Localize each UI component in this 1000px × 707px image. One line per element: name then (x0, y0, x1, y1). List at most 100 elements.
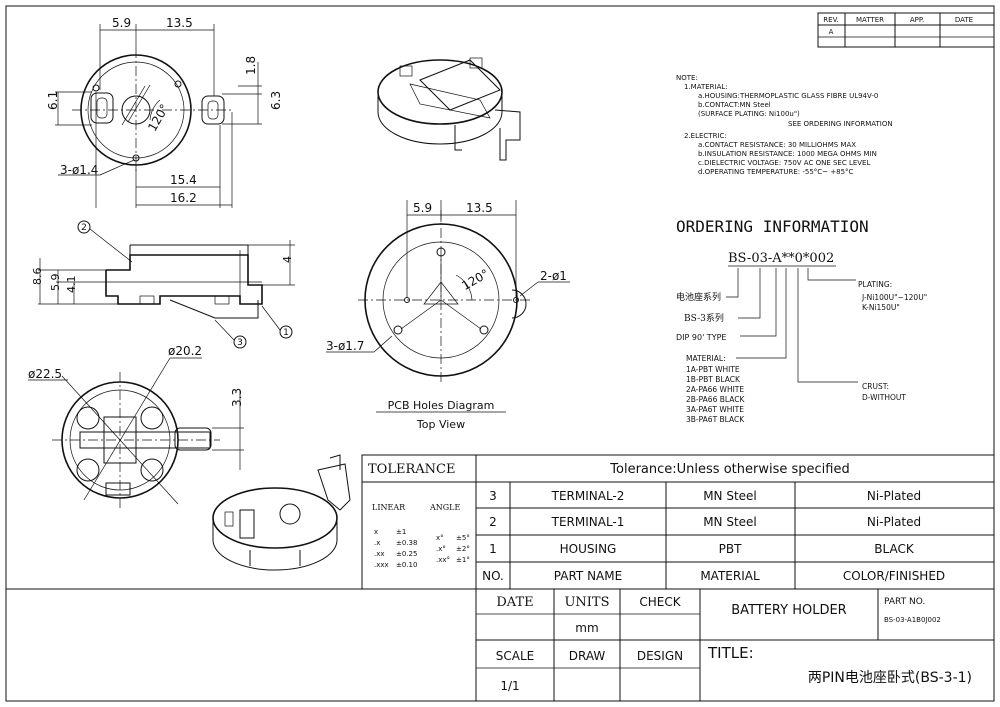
ordering-material: 1A-PBT WHITE (686, 365, 740, 374)
tol-angle-key: x° (436, 534, 444, 542)
notes-line: c.DIELECTRIC VOLTAGE: 750V AC ONE SEC LE… (698, 159, 870, 167)
pcb-angle-label: 120° (459, 266, 491, 293)
tolerance-linear: LINEAR (372, 503, 406, 512)
pcb-dim-13-5: 13.5 (466, 201, 493, 215)
bom-cell: MN Steel (703, 489, 757, 503)
pcb-subcaption: Top View (416, 418, 465, 431)
check-label: CHECK (639, 595, 681, 609)
notes-line: 2.ELECTRIC: (684, 132, 727, 140)
ordering-title: ORDERING INFORMATION (676, 217, 869, 236)
callout-1-circle (279, 325, 293, 339)
tol-angle-val: ±2° (456, 545, 470, 553)
bom-cell: 1 (489, 542, 497, 556)
notes: NOTE: 1.MATERIAL: a.HOUSING:THERMOPLASTI… (676, 74, 893, 176)
tol-linear-val: ±0.25 (396, 550, 417, 558)
tolerance-label: TOLERANCE (368, 462, 455, 477)
draw-label: DRAW (569, 649, 606, 663)
notes-line: a.HOUSING:THERMOPLASTIC GLASS FIBRE UL94… (698, 92, 878, 100)
ordering-plating: J-Ni100U"~120U" (861, 293, 927, 302)
design-label: DESIGN (637, 649, 683, 663)
tol-linear-val: ±1 (396, 528, 406, 536)
pcb-holes-large: 3-ø1.7 (326, 339, 364, 353)
ordering-code: BS-03-A**0*002 (728, 251, 834, 266)
notes-line: 1.MATERIAL: (684, 83, 728, 91)
tol-linear-key: .xxx (374, 561, 389, 569)
iso-view-bottom (212, 454, 351, 571)
top-dim-13-5: 13.5 (166, 16, 193, 30)
tol-linear-key: .xx (374, 550, 385, 558)
pcb-holes-small: 2-ø1 (540, 269, 567, 283)
notes-line: SEE ORDERING INFORMATION (788, 120, 893, 128)
bom-cell: 2 (489, 515, 497, 529)
bom-header: MATERIAL (700, 569, 760, 583)
rev-value: A (829, 28, 834, 36)
ordering-plating-heading: PLATING: (858, 280, 892, 289)
callout-2: 2 (81, 223, 87, 233)
date-label: DATE (496, 595, 533, 610)
tol-linear-key: x (374, 528, 378, 536)
top-dim-15-4: 15.4 (170, 173, 197, 187)
side-dim-8-6: 8.6 (31, 268, 44, 286)
pcb-dim-5-9: 5.9 (413, 201, 432, 215)
ordering-material: 3B-PA6T BLACK (686, 415, 745, 424)
bom-header: COLOR/FINISHED (843, 569, 945, 583)
units-value: mm (575, 621, 598, 635)
ordering-material: 3A-PA6T WHITE (686, 405, 744, 414)
callout-3-circle (233, 335, 247, 349)
notes-line: b.INSULATION RESISTANCE: 1000 MEGA OHMS … (698, 150, 877, 158)
iso-view-top (377, 57, 521, 161)
pcb-caption: PCB Holes Diagram (388, 399, 495, 412)
bom-cell: Ni-Plated (867, 489, 921, 503)
bom-cell: 3 (489, 489, 497, 503)
sheet-border (5, 5, 995, 702)
top-dim-1-8: 1.8 (244, 56, 258, 75)
tolerance-angle: ANGLE (429, 503, 460, 512)
bottom-dim-20-2: ø20.2 (168, 344, 202, 358)
tol-angle-val: ±1° (456, 556, 470, 564)
top-dim-6-1: 6.1 (46, 91, 60, 110)
side-view: 2 1 3 8.6 5.9 4.1 4 (31, 220, 295, 349)
top-dim-16-2: 16.2 (170, 191, 197, 205)
bottom-dim-3-3: 3.3 (230, 388, 244, 407)
ordering-plating: K-Ni150U" (862, 303, 900, 312)
scale-label: SCALE (496, 649, 534, 663)
tol-linear-val: ±0.38 (396, 539, 417, 547)
notes-line: a.CONTACT RESISTANCE: 30 MILLIOHMS MAX (698, 141, 856, 149)
units-label: UNITS (564, 595, 609, 610)
side-dim-5-9: 5.9 (49, 274, 62, 292)
rev-header: REV. (823, 16, 838, 24)
bom-cell: BLACK (874, 542, 915, 556)
revision-block: REV. MATTER APP. DATE A (817, 12, 995, 48)
notes-heading: NOTE: (676, 74, 698, 82)
bottom-dim-22-5: ø22.5 (28, 367, 62, 381)
ordering-material: 2B-PA66 BLACK (686, 395, 745, 404)
notes-line: (SURFACE PLATING: Ni100u") (698, 110, 800, 118)
callout-1: 1 (283, 328, 289, 338)
ordering-series-bs: BS-3系列 (684, 312, 724, 324)
pcb-holes-diagram: 120° 5.9 13.5 2-ø1 3-ø1.7 PCB Holes Diag… (326, 200, 570, 431)
ordering-material: 1B-PBT BLACK (686, 375, 741, 384)
bom-header: NO. (482, 569, 504, 583)
tolerance-bom-table: TOLERANCE Tolerance:Unless otherwise spe… (361, 454, 995, 590)
side-dim-4-1: 4.1 (65, 276, 78, 294)
bom-cell: PBT (719, 542, 742, 556)
title-value: 两PIN电池座卧式(BS-3-1) (808, 670, 972, 686)
tolerance-caption: Tolerance:Unless otherwise specified (609, 462, 849, 477)
scale-value: 1/1 (500, 679, 519, 693)
notes-line: b.CONTACT:MN Steel (698, 101, 771, 109)
tol-angle-key: .x° (436, 545, 446, 553)
ordering-crust-heading: CRUST: (862, 382, 889, 391)
bom-cell: Ni-Plated (867, 515, 921, 529)
ordering-material-heading: MATERIAL: (686, 354, 726, 363)
bom-cell: MN Steel (703, 515, 757, 529)
top-dim-5-9: 5.9 (112, 16, 131, 30)
top-view: 120° 5.9 13.5 6.1 1.8 6.3 3-ø1.4 15.4 16… (46, 16, 283, 208)
product-name: BATTERY HOLDER (731, 603, 846, 618)
title-label: TITLE: (707, 644, 754, 662)
bom-cell: TERMINAL-2 (551, 489, 625, 503)
ordering-information: ORDERING INFORMATION BS-03-A**0*002 电池座系… (676, 217, 927, 424)
ordering-dip: DIP 90' TYPE (676, 333, 726, 342)
tol-linear-val: ±0.10 (396, 561, 417, 569)
tol-linear-key: .x (374, 539, 380, 547)
